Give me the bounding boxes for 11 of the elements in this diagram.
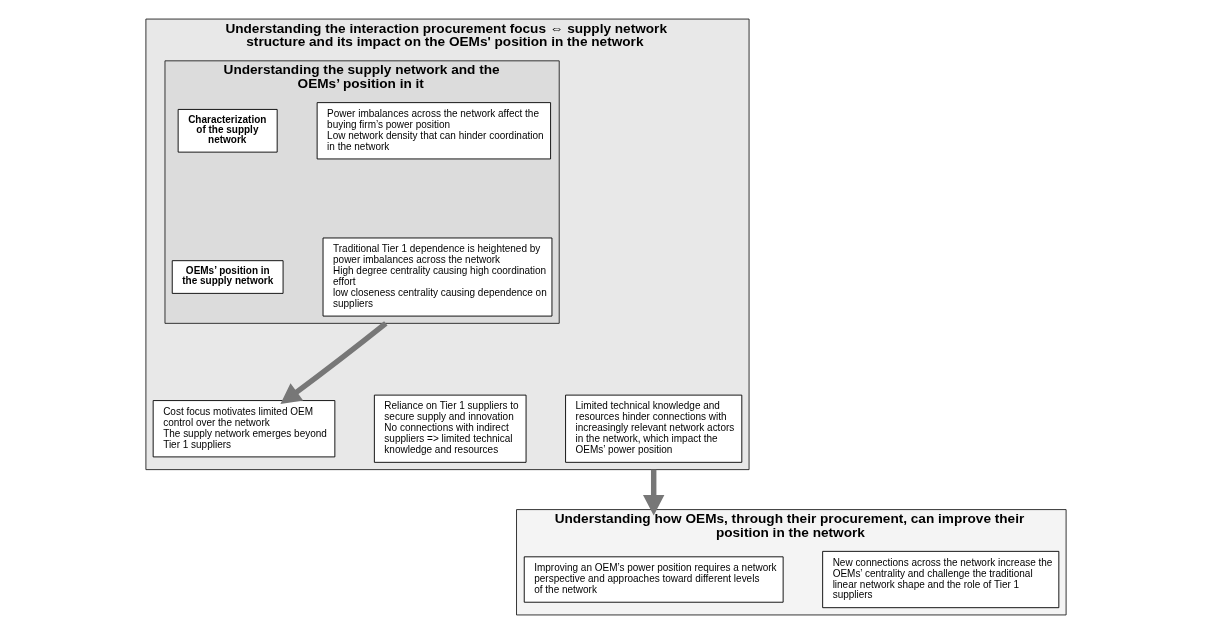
node-box: Characterization of the supply network xyxy=(177,108,278,153)
node-box: Power imbalances across the network affect the buying firm’s power position Low network density that can hinder coordination in the network xyxy=(316,102,552,160)
node-box: Improving an OEM’s power position requires a network perspective and approaches toward different levels of the network xyxy=(523,556,784,603)
node-box: Traditional Tier 1 dependence is heightened by power imbalances across the network High degree centrality causing high coordination effort low closeness centrality causing dependence on suppliers xyxy=(322,237,553,317)
node-box: Cost focus motivates limited OEM control over the network The supply network emerges beyond Tier 1 suppliers xyxy=(152,400,336,458)
node-box: Reliance on Tier 1 suppliers to secure supply and innovation No connections with indirect suppliers => limited technical knowledge and resources xyxy=(373,394,527,463)
node-box: OEMs’ position in the supply network xyxy=(171,260,284,294)
arrow xyxy=(280,321,388,405)
arrow xyxy=(643,469,665,516)
node-box: New connections across the network increase the OEMs’ centrality and challenge the traditional linear network shape and the role of Tier 1 suppliers xyxy=(822,550,1060,609)
node-box: Limited technical knowledge and resources hinder connections with increasingly relevant network actors in the network, which impact the OEMs’ power position xyxy=(565,394,743,463)
